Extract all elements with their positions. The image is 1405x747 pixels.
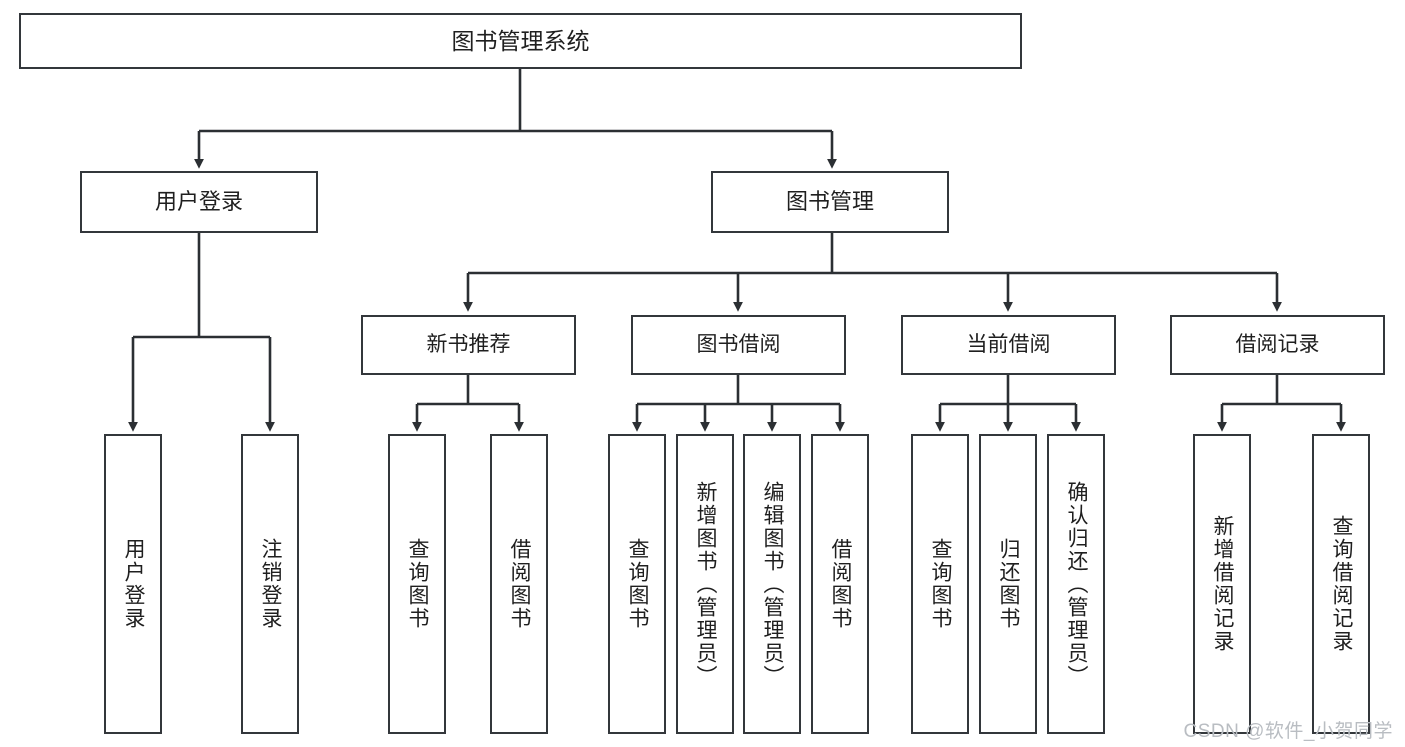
node-leaf-borrow-book-1[interactable]: 借阅图书: [490, 434, 548, 734]
node-leaf-return-book-label: 归还图书: [997, 538, 1021, 630]
node-leaf-return-book[interactable]: 归还图书: [979, 434, 1037, 734]
node-current-borrow-label: 当前借阅: [966, 333, 1051, 357]
node-leaf-query-book-1[interactable]: 查询图书: [388, 434, 446, 734]
node-leaf-query-record-label: 查询借阅记录: [1330, 515, 1354, 653]
node-current-borrow[interactable]: 当前借阅: [901, 315, 1116, 375]
node-user-login[interactable]: 用户登录: [80, 171, 318, 233]
node-root[interactable]: 图书管理系统: [19, 13, 1022, 69]
node-leaf-query-book-3[interactable]: 查询图书: [911, 434, 969, 734]
node-borrow-record[interactable]: 借阅记录: [1170, 315, 1385, 375]
node-new-book-recommend[interactable]: 新书推荐: [361, 315, 576, 375]
node-leaf-borrow-book-2-label: 借阅图书: [829, 538, 853, 630]
node-leaf-query-book-3-label: 查询图书: [929, 538, 953, 630]
node-leaf-logout[interactable]: 注销登录: [241, 434, 299, 734]
node-leaf-edit-book[interactable]: 编辑图书（管理员）: [743, 434, 801, 734]
node-book-management-label: 图书管理: [785, 189, 874, 215]
node-leaf-query-book-2-label: 查询图书: [626, 538, 650, 630]
node-leaf-add-record-label: 新增借阅记录: [1211, 515, 1235, 653]
node-leaf-edit-book-label: 编辑图书（管理员）: [761, 480, 785, 688]
node-leaf-query-book-2[interactable]: 查询图书: [608, 434, 666, 734]
node-leaf-query-record[interactable]: 查询借阅记录: [1312, 434, 1370, 734]
node-leaf-borrow-book-1-label: 借阅图书: [508, 538, 532, 630]
node-leaf-borrow-book-2[interactable]: 借阅图书: [811, 434, 869, 734]
node-leaf-add-book[interactable]: 新增图书（管理员）: [676, 434, 734, 734]
node-leaf-user-login[interactable]: 用户登录: [104, 434, 162, 734]
node-book-management[interactable]: 图书管理: [711, 171, 949, 233]
node-borrow-record-label: 借阅记录: [1235, 333, 1320, 357]
node-leaf-add-book-label: 新增图书（管理员）: [694, 480, 718, 688]
node-leaf-query-book-1-label: 查询图书: [406, 538, 430, 630]
node-root-label: 图书管理系统: [451, 27, 590, 54]
node-leaf-add-record[interactable]: 新增借阅记录: [1193, 434, 1251, 734]
node-book-borrow-label: 图书借阅: [696, 333, 781, 357]
csdn-watermark: CSDN @软件_小贺同学: [1183, 721, 1393, 742]
node-leaf-logout-label: 注销登录: [259, 538, 283, 630]
node-book-borrow[interactable]: 图书借阅: [631, 315, 846, 375]
node-user-login-label: 用户登录: [154, 189, 243, 215]
node-new-book-recommend-label: 新书推荐: [426, 333, 511, 357]
node-leaf-confirm-return-label: 确认归还（管理员）: [1065, 480, 1089, 688]
node-leaf-user-login-label: 用户登录: [122, 538, 146, 630]
node-leaf-confirm-return[interactable]: 确认归还（管理员）: [1047, 434, 1105, 734]
